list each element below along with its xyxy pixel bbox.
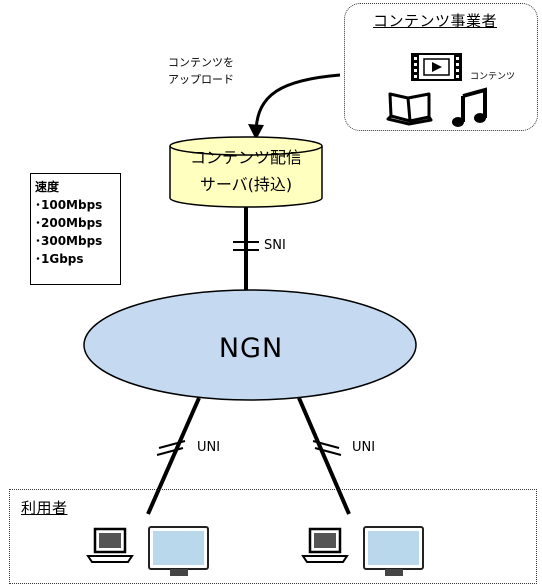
upload-note-line-1: コンテンツを — [168, 56, 234, 69]
ngn-label: NGN — [218, 333, 284, 364]
laptop-icon — [86, 527, 134, 563]
uni-link-left — [146, 397, 201, 515]
content-provider-title: コンテンツ事業者 — [373, 12, 498, 30]
user-box — [9, 489, 537, 584]
speed-item: ･300Mbps — [35, 234, 103, 248]
speed-item: ･1Gbps — [35, 252, 84, 266]
upload-note: コンテンツを アップロード — [168, 54, 234, 88]
book-icon — [386, 92, 433, 126]
video-icon — [411, 53, 462, 81]
music-note-icon — [452, 87, 487, 127]
uni-label-right: UNI — [352, 440, 376, 455]
ngn-cloud — [83, 289, 417, 401]
uni-marker-left — [156, 440, 186, 456]
upload-arrow — [254, 73, 341, 131]
content-server-label-line-2: サーバ(持込) — [199, 175, 293, 194]
speed-item: ･100Mbps — [35, 198, 103, 212]
content-server-label-line-1: コンテンツ配信 — [189, 148, 302, 167]
contents-label: コンテンツ — [470, 72, 516, 82]
content-server-cylinder — [169, 136, 323, 208]
uni-link-right — [297, 397, 351, 515]
sni-marker — [233, 241, 259, 251]
upload-note-line-2: アップロード — [168, 73, 234, 86]
sni-label: SNI — [264, 238, 286, 253]
user-title: 利用者 — [21, 499, 68, 517]
uni-label-left: UNI — [197, 440, 221, 455]
speed-item: ･200Mbps — [35, 216, 103, 230]
upload-arrowhead — [248, 124, 264, 140]
speed-title: 速度 — [35, 180, 60, 194]
tv-icon — [363, 526, 424, 576]
content-server-label: コンテンツ配信 サーバ(持込) — [170, 144, 322, 198]
content-provider-box — [344, 3, 538, 131]
uni-marker-right — [312, 440, 342, 456]
tv-icon — [148, 526, 209, 576]
laptop-icon — [301, 527, 349, 563]
speed-box: 速度 ･100Mbps ･200Mbps ･300Mbps ･1Gbps — [30, 173, 121, 285]
